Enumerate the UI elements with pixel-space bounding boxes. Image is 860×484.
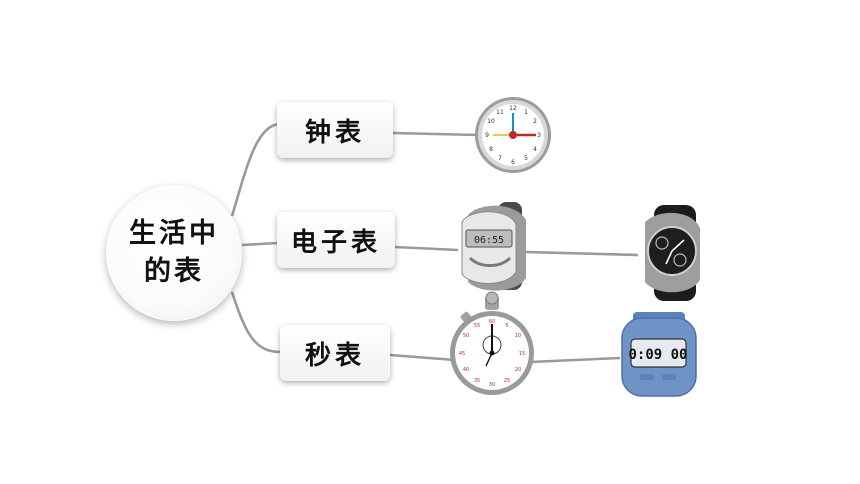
connector-to-sports-watch [525, 250, 639, 257]
svg-text:15: 15 [519, 351, 525, 357]
connector-to-analog-stopwatch [389, 353, 456, 362]
svg-text:10: 10 [515, 333, 521, 339]
svg-text:12: 12 [509, 105, 517, 112]
branch-electronic-watch: 电子表 [277, 212, 395, 268]
connector-to-wall-clock [392, 131, 479, 137]
center-node: 生活中的表 [106, 185, 242, 321]
svg-text:6: 6 [511, 159, 515, 166]
svg-text:35: 35 [474, 378, 480, 384]
svg-text:9: 9 [485, 132, 489, 139]
svg-text:11: 11 [496, 109, 504, 116]
svg-text:25: 25 [504, 378, 510, 384]
digital-stopwatch-icon: 0:09 00 [621, 312, 697, 397]
svg-text:5: 5 [524, 155, 528, 162]
connector-to-digital-stopwatch [529, 356, 621, 364]
connector-stopwatch [230, 291, 282, 354]
svg-text:30: 30 [489, 382, 495, 388]
svg-text:4: 4 [533, 146, 537, 153]
svg-text:45: 45 [459, 351, 465, 357]
svg-text:5: 5 [505, 323, 508, 329]
analog-stopwatch-icon: 60 5 10 15 20 25 30 35 40 45 50 55 [450, 291, 534, 395]
svg-text:60: 60 [489, 319, 495, 325]
svg-text:8: 8 [489, 146, 493, 153]
svg-text:20: 20 [515, 367, 521, 373]
connector-to-digital-watch [394, 245, 459, 252]
svg-text:7: 7 [498, 155, 502, 162]
svg-text:10: 10 [487, 118, 495, 125]
svg-text:1: 1 [524, 109, 528, 116]
svg-text:50: 50 [463, 333, 469, 339]
svg-text:40: 40 [463, 367, 469, 373]
svg-text:0:09 00: 0:09 00 [628, 347, 687, 363]
connector-clock [230, 122, 279, 217]
svg-text:06:55: 06:55 [474, 235, 504, 246]
svg-text:3: 3 [537, 132, 541, 139]
wall-clock-icon: 12 1 2 3 4 5 6 7 8 9 10 11 [475, 97, 551, 173]
connector-digital [241, 241, 279, 247]
sports-watch-icon [645, 205, 700, 301]
center-label: 生活中的表 [129, 218, 219, 287]
branch-clock: 钟表 [277, 102, 393, 158]
svg-text:55: 55 [474, 323, 480, 329]
digital-watch-icon: 06:55 [461, 202, 526, 291]
connectors [230, 122, 639, 364]
branch-stopwatch: 秒表 [280, 325, 390, 381]
svg-text:2: 2 [533, 118, 537, 125]
